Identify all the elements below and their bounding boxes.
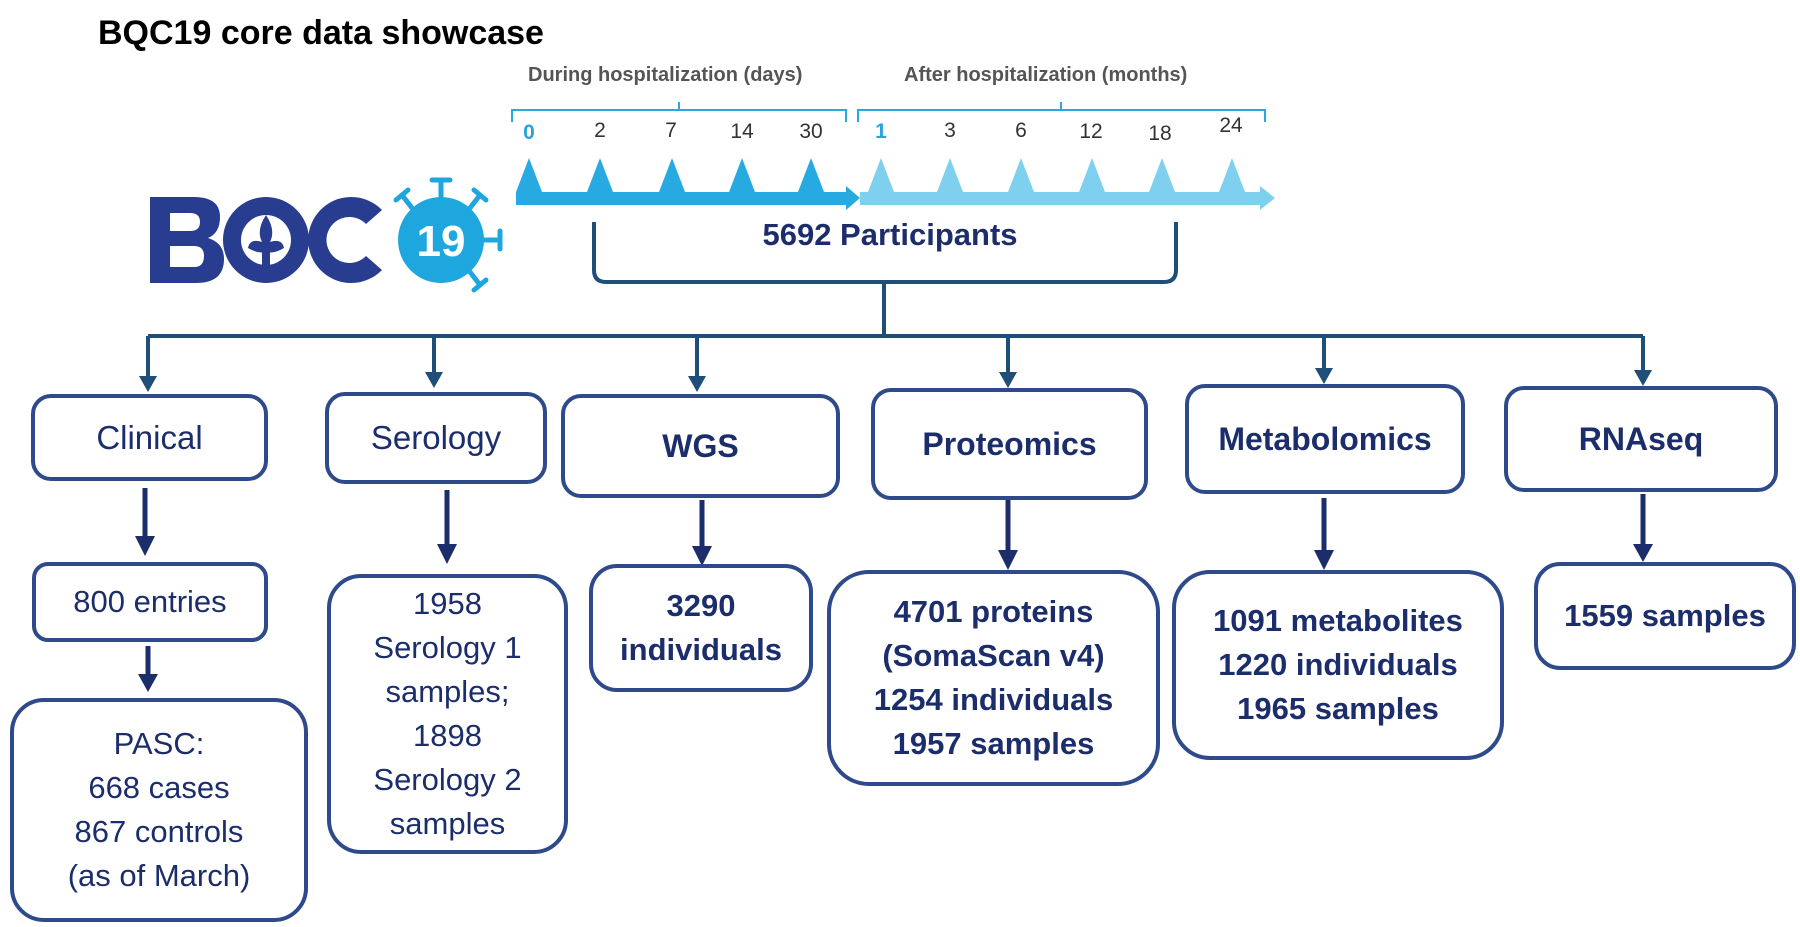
branch-header-rnaseq: RNAseq <box>1578 420 1704 457</box>
participants-count: 5692 Participants <box>762 217 1018 252</box>
branch-header-metabolomics: Metabolomics <box>1218 420 1432 457</box>
timeline <box>511 102 1275 210</box>
branch-header-proteomics: Proteomics <box>922 425 1097 462</box>
timeline-tick-label: 2 <box>594 119 606 142</box>
during-hospitalization-label: During hospitalization (days) <box>528 64 803 86</box>
diagram-title: BQC19 core data showcase <box>98 14 544 52</box>
proteomics-details: 4701 proteins (SomaScan v4) 1254 individ… <box>873 594 1114 761</box>
detail-arrows <box>142 488 1646 676</box>
wgs-details: 3290 individuals <box>620 588 782 667</box>
timeline-tick-label: 1 <box>875 120 887 143</box>
timeline-tick-label: 18 <box>1148 122 1172 145</box>
bqc19-logo: 19 <box>150 177 503 293</box>
tree-connectors <box>146 282 1645 378</box>
branch-header-wgs: WGS <box>662 427 739 464</box>
timeline-tick-label: 24 <box>1219 114 1243 137</box>
timeline-tick-label: 6 <box>1015 119 1027 142</box>
after-hospitalization-label: After hospitalization (months) <box>904 64 1188 86</box>
timeline-tick-label: 7 <box>665 119 677 142</box>
clinical-pasc-details: PASC: 668 cases 867 controls (as of Marc… <box>67 726 251 893</box>
branch-header-serology: Serology <box>370 419 502 456</box>
branch-header-clinical: Clinical <box>96 418 203 456</box>
timeline-tick-label: 0 <box>523 121 535 144</box>
metabolomics-details: 1091 metabolites 1220 individuals 1965 s… <box>1213 603 1463 726</box>
serology-details: 1958 Serology 1 samples; 1898 Serology 2… <box>373 586 522 841</box>
rnaseq-details: 1559 samples <box>1564 598 1766 633</box>
timeline-tick-label: 30 <box>799 120 823 143</box>
timeline-tick-label: 12 <box>1079 120 1103 143</box>
header-boxes <box>31 384 1778 500</box>
detail-boxes <box>10 562 1796 922</box>
svg-text:19: 19 <box>417 217 466 266</box>
clinical-details: 800 entries <box>73 584 227 619</box>
timeline-tick-label: 3 <box>944 119 956 142</box>
timeline-tick-label: 14 <box>730 120 754 143</box>
